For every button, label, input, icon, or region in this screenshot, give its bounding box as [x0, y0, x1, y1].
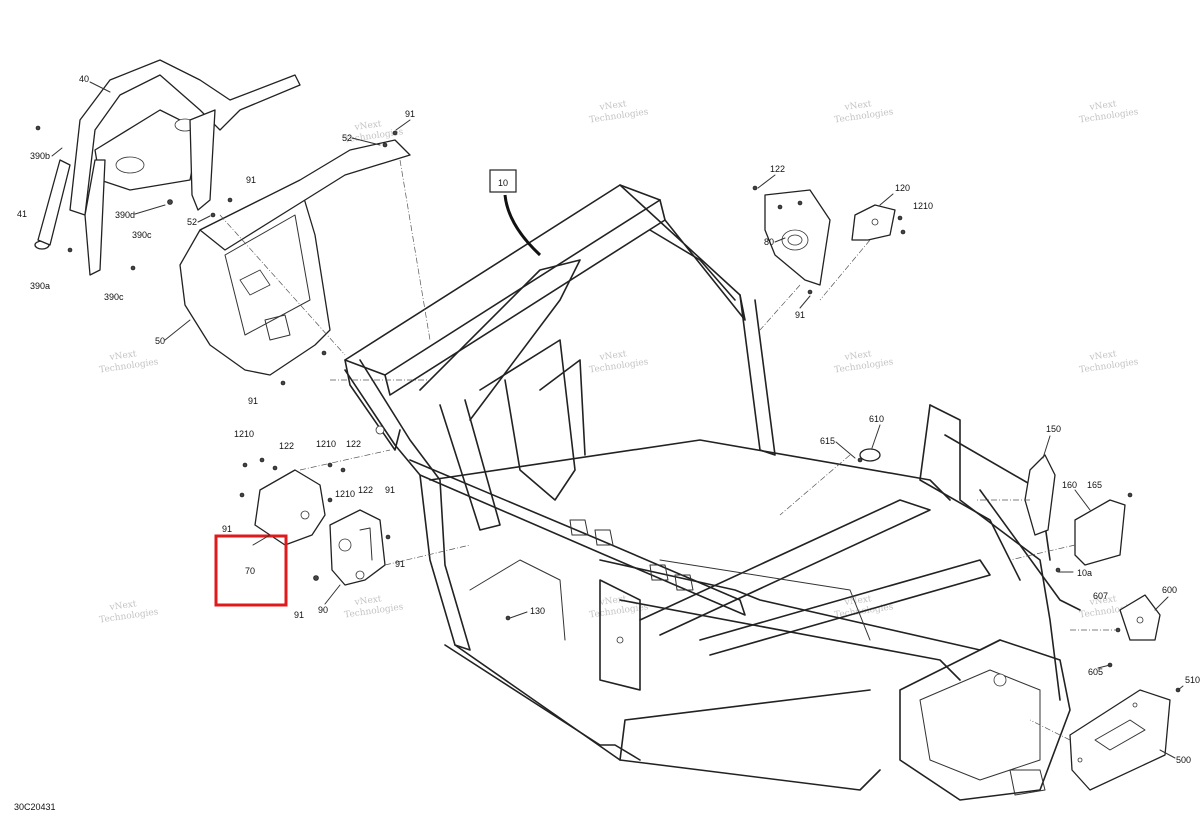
- plate-70: [254, 469, 326, 546]
- label-390b: 390b: [30, 151, 50, 161]
- label-91-f: 91: [222, 524, 232, 534]
- label-70: 70: [245, 566, 255, 576]
- figure-code: 30C20431: [14, 802, 56, 812]
- label-610: 610: [869, 414, 884, 424]
- label-390d: 390d: [115, 210, 135, 220]
- callout-box-10: 10: [489, 169, 542, 257]
- label-160: 160: [1062, 480, 1077, 490]
- label-90: 90: [318, 605, 328, 615]
- label-120: 120: [895, 183, 910, 193]
- label-615: 615: [820, 436, 835, 446]
- watermark-line1: vNext: [108, 349, 137, 363]
- watermarks: vNext Technologies vNext Technologies vN…: [99, 99, 1140, 625]
- watermark-line1: vNext: [353, 119, 382, 133]
- watermark-line1: vNext: [1088, 99, 1117, 113]
- skid-plate-500: [1069, 689, 1171, 791]
- label-leaders: [51, 81, 1184, 759]
- label-130: 130: [530, 606, 545, 616]
- highlight-box-70: [214, 534, 288, 607]
- label-91-h: 91: [294, 610, 304, 620]
- label-80: 80: [764, 237, 774, 247]
- watermark-line1: vNext: [843, 349, 872, 363]
- label-52-b: 52: [187, 217, 197, 227]
- part-labels: 40 390b 41 390d 390c 390a 390c 52 91 52 …: [17, 74, 1200, 765]
- label-1210-d: 1210: [335, 489, 355, 499]
- bracket-610: [859, 448, 881, 462]
- label-122-d: 122: [358, 485, 373, 495]
- watermark-line1: vNext: [1088, 594, 1117, 608]
- label-91-g: 91: [395, 559, 405, 569]
- label-10a: 10a: [1077, 568, 1092, 578]
- watermark-line1: vNext: [598, 594, 627, 608]
- label-390c-b: 390c: [104, 292, 124, 302]
- main-frame: [344, 184, 1081, 801]
- label-50: 50: [155, 336, 165, 346]
- label-1210-b: 1210: [234, 429, 254, 439]
- bracket-120: [851, 204, 896, 241]
- rack-assembly-40: [34, 59, 301, 276]
- label-122-c: 122: [346, 439, 361, 449]
- watermark-line1: vNext: [598, 349, 627, 363]
- fasteners: [35, 125, 1181, 693]
- label-91-b: 91: [246, 175, 256, 185]
- label-165: 165: [1087, 480, 1102, 490]
- label-91-e: 91: [385, 485, 395, 495]
- label-122-a: 122: [770, 164, 785, 174]
- label-91-a: 91: [405, 109, 415, 119]
- label-1210-a: 1210: [913, 201, 933, 211]
- panel-160: [1074, 499, 1126, 566]
- watermark-line1: vNext: [598, 99, 627, 113]
- panel-150: [1024, 454, 1056, 536]
- label-390c-a: 390c: [132, 230, 152, 240]
- label-1210-c: 1210: [316, 439, 336, 449]
- label-40: 40: [79, 74, 89, 84]
- label-607: 607: [1093, 591, 1108, 601]
- label-390a: 390a: [30, 281, 50, 291]
- callout-10-label: 10: [498, 178, 508, 188]
- label-150: 150: [1046, 424, 1061, 434]
- label-600: 600: [1162, 585, 1177, 595]
- label-510: 510: [1185, 675, 1200, 685]
- label-91-c: 91: [248, 396, 258, 406]
- label-52-a: 52: [342, 133, 352, 143]
- label-91-d: 91: [795, 310, 805, 320]
- label-122-b: 122: [279, 441, 294, 451]
- bracket-600: [1119, 594, 1161, 641]
- label-605: 605: [1088, 667, 1103, 677]
- leader-lines: [219, 159, 1120, 741]
- watermark-line1: vNext: [353, 594, 382, 608]
- bracket-50: [179, 139, 411, 376]
- watermark-line1: vNext: [843, 99, 872, 113]
- bracket-80: [764, 189, 831, 286]
- watermark-line1: vNext: [1088, 349, 1117, 363]
- watermark-line1: vNext: [108, 599, 137, 613]
- label-41: 41: [17, 209, 27, 219]
- bracket-90: [329, 509, 386, 586]
- label-500: 500: [1176, 755, 1191, 765]
